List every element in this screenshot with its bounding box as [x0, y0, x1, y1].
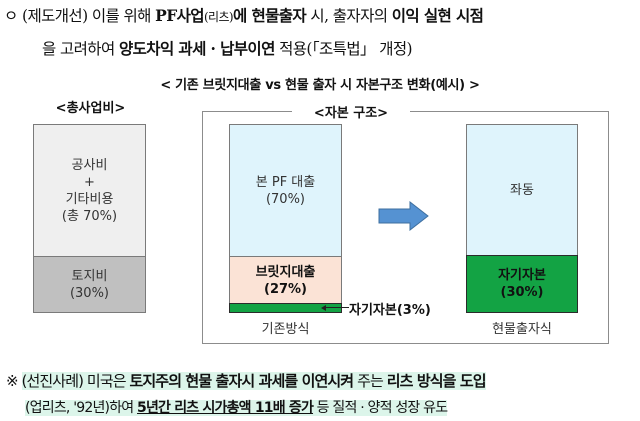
segment-label: 토지비: [71, 268, 108, 284]
segment-label: +: [84, 174, 95, 190]
intro-bold-inkind: 에 현물출자: [233, 6, 307, 25]
callout-arrow-icon: [323, 307, 349, 308]
segment-value: (70%): [265, 191, 306, 207]
frame-border: [410, 111, 608, 112]
capital-structure-label: <자본 구조>: [313, 106, 389, 121]
intro-small-reits: (리츠): [203, 10, 234, 24]
note-line-1: ※ (선진사례) 미국은 토지주의 현물 출자시 과세를 이연시켜 주는 리츠 …: [6, 370, 487, 391]
note-highlight: (업리츠, '92년)하여 5년간 리츠 시가총액 11배 증가 등 질적 · …: [25, 400, 448, 416]
segment-label: 자기자본: [498, 268, 546, 283]
segment-value: (27%): [264, 281, 307, 297]
intro-prefix: (제도개선): [22, 7, 88, 25]
frame-border: [202, 111, 292, 112]
bridge-loan-segment: 브릿지대출 (27%): [229, 256, 342, 304]
note-prefix: (선진사례): [21, 372, 84, 390]
equity-segment-large: 자기자본 (30%): [466, 255, 578, 313]
intro-bold-timing: 이익 실현 시점: [391, 6, 484, 25]
intro-text: 이를 위해: [87, 7, 156, 25]
equity-segment-small: [229, 303, 342, 313]
construction-cost-segment: 공사비 + 기타비용 (총 70%): [33, 124, 146, 257]
intro-text: 적용(「조특법」 개정): [274, 40, 413, 58]
note-line-2: (업리츠, '92년)하여 5년간 리츠 시가총액 11배 증가 등 질적 · …: [25, 397, 448, 417]
capital-structure-frame: [202, 111, 609, 344]
segment-label: 브릿지대출: [255, 264, 316, 280]
intro-text: 시, 출자자의: [306, 7, 392, 25]
in-kind-method-bar: 좌동 자기자본 (30%): [466, 124, 578, 313]
bullet: ㅇ: [4, 7, 18, 25]
diagram-title: < 기존 브릿지대출 vs 현물 출자 시 자본구조 변화(예시) >: [160, 78, 480, 93]
same-as-left-segment: 좌동: [466, 124, 578, 256]
note-bold-deferral: 토지주의 현물 출자시 과세를 이연시켜: [129, 372, 355, 390]
existing-method-bar: 본 PF 대출 (70%) 브릿지대출 (27%): [229, 124, 342, 313]
intro-text: 을 고려하여: [42, 40, 119, 58]
segment-label: 기타비용: [65, 191, 114, 207]
note-text: 미국은: [83, 372, 130, 390]
segment-label: 좌동: [510, 182, 534, 198]
intro-line-1: ㅇ (제도개선) 이를 위해 PF사업(리츠)에 현물출자 시, 출자자의 이익…: [4, 4, 484, 26]
total-cost-label: <총사업비>: [55, 101, 126, 116]
segment-value: (30%): [500, 285, 544, 300]
note-mark: ※: [6, 372, 19, 390]
main-pf-loan-segment: 본 PF 대출 (70%): [229, 124, 342, 257]
note-text: (업리츠, '92년)하여: [25, 400, 138, 416]
segment-value: (총 70%): [61, 208, 118, 224]
segment-value: (30%): [69, 285, 110, 301]
segment-label: 본 PF 대출: [255, 174, 316, 190]
intro-bold-deferral: 양도차익 과세 · 납부이연: [118, 39, 275, 58]
segment-label: 공사비: [71, 157, 108, 173]
right-arrow-icon: [378, 201, 429, 231]
callout-arrowhead-icon: [321, 305, 326, 311]
note-highlight: (선진사례) 미국은 토지주의 현물 출자시 과세를 이연시켜 주는 리츠 방식…: [21, 372, 487, 390]
intro-bold-pf: PF사업: [155, 6, 204, 25]
note-text: 등 질적 · 양적 성장 유도: [313, 400, 448, 416]
total-cost-bar: 공사비 + 기타비용 (총 70%) 토지비 (30%): [33, 124, 146, 313]
intro-line-2: 을 고려하여 양도차익 과세 · 납부이연 적용(「조특법」 개정): [42, 37, 413, 59]
note-underlined-growth: 5년간 리츠 시가총액 11배 증가: [137, 400, 314, 416]
existing-method-caption: 기존방식: [261, 322, 310, 337]
land-cost-segment: 토지비 (30%): [33, 256, 146, 313]
in-kind-method-caption: 현물출자식: [492, 322, 552, 337]
note-bold-reits: 리츠 방식을 도입: [386, 372, 487, 390]
note-text: 주는: [353, 372, 387, 390]
equity-callout-label: 자기자본(3%): [349, 303, 431, 318]
